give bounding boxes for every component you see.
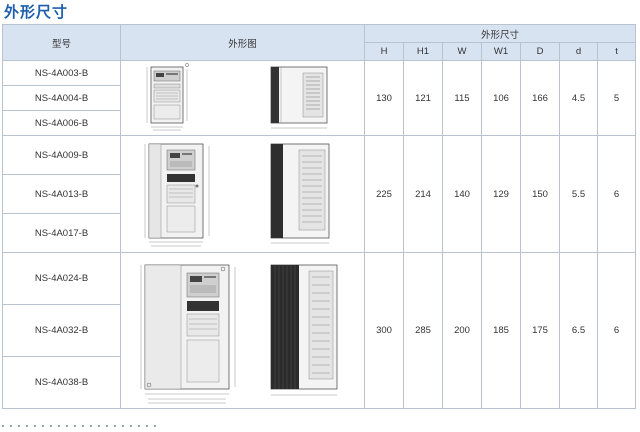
value-cell: 121 xyxy=(403,60,443,136)
header-col-h1: H1 xyxy=(403,42,443,61)
model-cell: NS-4A003-B xyxy=(2,60,121,86)
table-row: NS-4A006-B xyxy=(2,110,636,136)
model-cell: NS-4A032-B xyxy=(2,304,121,357)
model-cell: NS-4A013-B xyxy=(2,174,121,214)
value-cell: 300 xyxy=(364,252,404,409)
model-cell: NS-4A006-B xyxy=(2,110,121,136)
header-col-d-small: d xyxy=(559,42,598,61)
outline-drawing-small xyxy=(120,60,365,136)
table-row: NS-4A003-B xyxy=(2,60,637,136)
model-cell: NS-4A024-B xyxy=(2,252,121,305)
model-cell: NS-4A017-B xyxy=(2,213,121,253)
header-col-d: D xyxy=(520,42,560,61)
header-col-w: W xyxy=(442,42,482,61)
model-cell: NS-4A004-B xyxy=(2,85,121,111)
model-cell: NS-4A009-B xyxy=(2,135,121,175)
header-model: 型号 xyxy=(2,24,121,61)
outline-drawing-medium-svg xyxy=(144,143,329,247)
value-cell: 166 xyxy=(520,60,560,136)
value-cell: 6.5 xyxy=(559,252,598,409)
outline-drawing-medium xyxy=(120,135,365,253)
value-cell: 6 xyxy=(596,135,637,253)
value-cell: 175 xyxy=(520,252,560,409)
table-row: NS-4A009-B xyxy=(2,135,637,253)
value-cell: 185 xyxy=(481,252,521,409)
header-dims: 外形尺寸 xyxy=(363,24,637,43)
table-row: NS-4A013-B xyxy=(2,174,636,214)
value-cell: 225 xyxy=(364,135,404,253)
value-cell: 140 xyxy=(442,135,482,253)
outline-drawing-large xyxy=(120,252,365,409)
header-figure: 外形图 xyxy=(120,24,365,61)
model-cell: NS-4A038-B xyxy=(2,356,121,409)
outline-drawing-large-svg xyxy=(140,264,337,403)
table-row: NS-4A024-B xyxy=(2,252,637,409)
value-cell: 5.5 xyxy=(559,135,598,253)
outline-drawing-small-svg xyxy=(146,63,327,131)
header-col-t: t xyxy=(596,42,637,61)
table-row: NS-4A017-B xyxy=(2,213,636,253)
page-title: 外形尺寸 xyxy=(4,4,69,21)
value-cell: 214 xyxy=(403,135,443,253)
value-cell: 285 xyxy=(403,252,443,409)
value-cell: 106 xyxy=(481,60,521,136)
value-cell: 130 xyxy=(364,60,404,136)
value-cell: 115 xyxy=(442,60,482,136)
dimension-table: 型号 外形图 外形尺寸 H H1 W W1 D d t NS-4A003-B xyxy=(2,24,637,409)
value-cell: 4.5 xyxy=(559,60,598,136)
value-cell: 5 xyxy=(596,60,637,136)
value-cell: 6 xyxy=(596,252,637,409)
value-cell: 129 xyxy=(481,135,521,253)
value-cell: 200 xyxy=(442,252,482,409)
header-col-h: H xyxy=(364,42,404,61)
value-cell: 150 xyxy=(520,135,560,253)
header-col-w1: W1 xyxy=(481,42,521,61)
dotted-footer-rule xyxy=(2,414,202,427)
